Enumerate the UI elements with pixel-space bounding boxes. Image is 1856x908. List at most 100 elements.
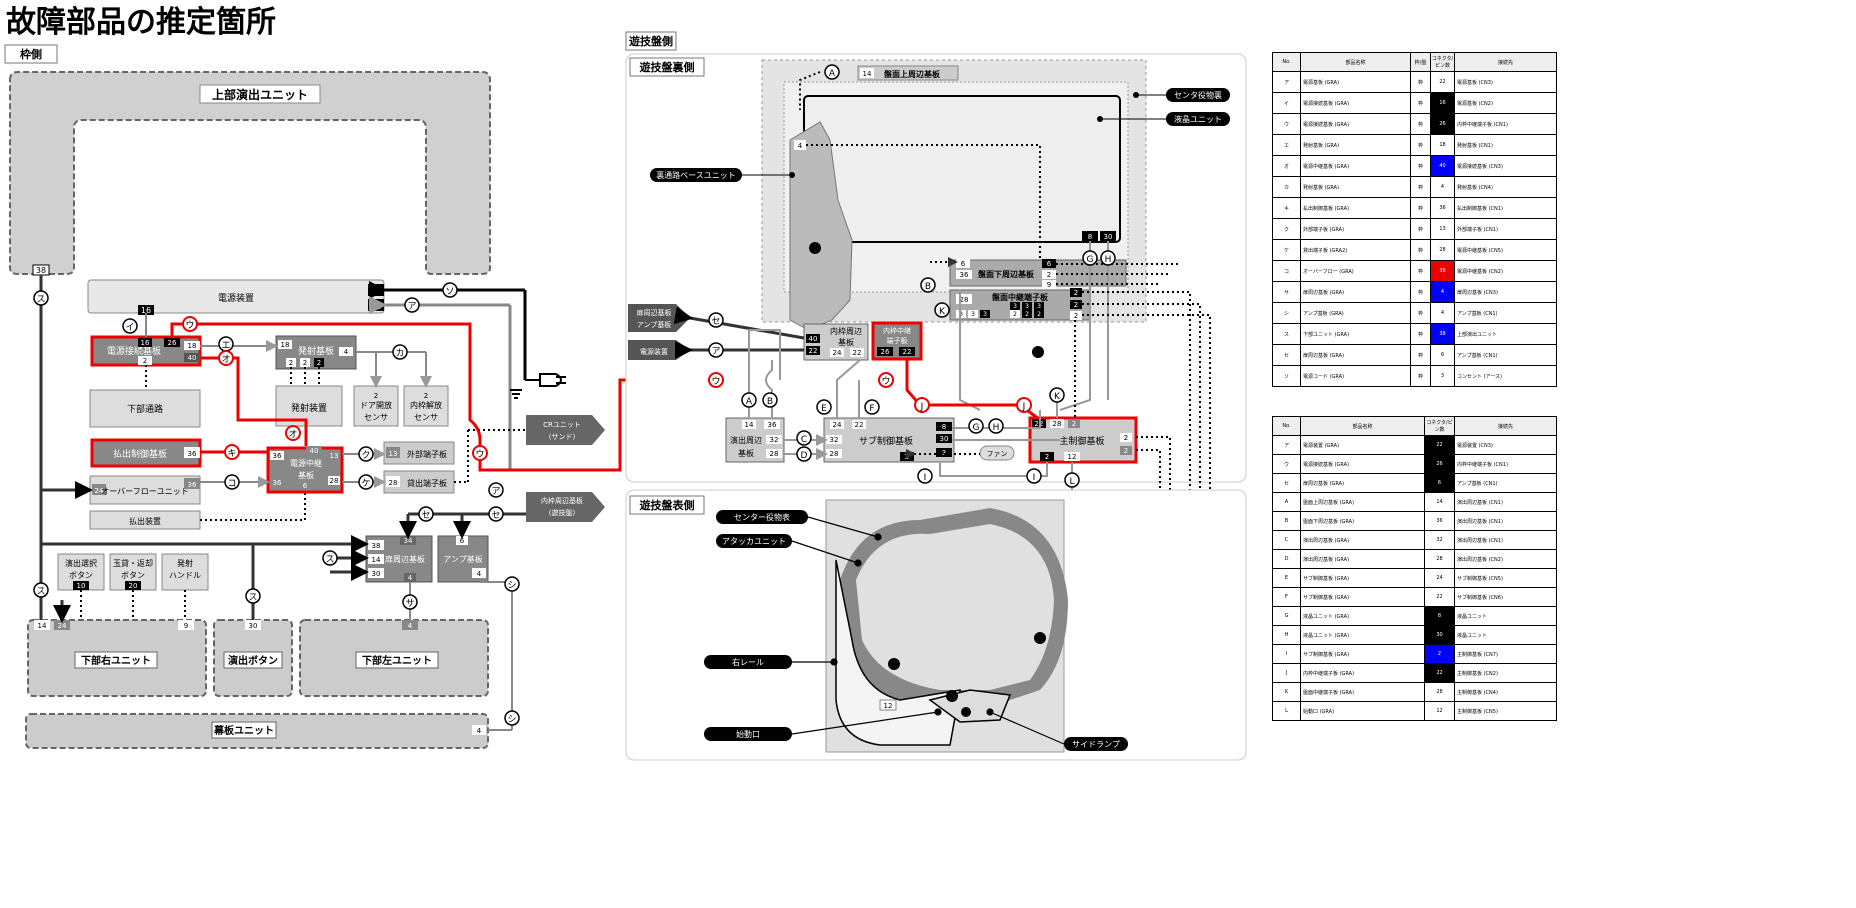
svg-text:セ: セ — [421, 510, 430, 521]
svg-text:30: 30 — [372, 570, 381, 578]
svg-text:ソ: ソ — [445, 287, 454, 297]
svg-text:演出周辺: 演出周辺 — [730, 435, 762, 445]
svg-text:2: 2 — [303, 359, 307, 367]
svg-text:4: 4 — [798, 142, 803, 150]
svg-text:基板: 基板 — [738, 448, 754, 458]
table-cell: 16 — [1430, 92, 1455, 114]
svg-text:6: 6 — [460, 537, 465, 545]
table-cell: 上部演出ユニット — [1454, 323, 1557, 345]
table-cell: 貸出端子板 (GRA2) — [1300, 239, 1411, 261]
table-cell: コンセント (アース) — [1454, 365, 1557, 387]
table-cell: 下部ユニット (GRA) — [1300, 323, 1411, 345]
table-cell: セ — [1272, 344, 1301, 366]
table-cell: 40 — [1430, 155, 1455, 177]
svg-text:24: 24 — [95, 487, 104, 495]
svg-text:9: 9 — [1047, 281, 1051, 289]
table-cell: 払出制御基板 (GRA) — [1300, 197, 1411, 219]
svg-text:D: D — [801, 451, 808, 461]
svg-text:36: 36 — [273, 479, 282, 487]
payout-control-board — [90, 438, 202, 468]
svg-text:F: F — [869, 404, 874, 414]
table-cell: 電源接続基板 (GRA) — [1300, 92, 1411, 114]
svg-text:外部端子板: 外部端子板 — [407, 449, 447, 459]
table-cell: 枠 — [1410, 92, 1431, 114]
table-cell: 36 — [1430, 197, 1455, 219]
table-cell: 内枠中継端子板 (CN1) — [1454, 113, 1557, 135]
svg-text:26: 26 — [168, 339, 177, 347]
table-cell: 電源中継基板 (CN5) — [1454, 239, 1557, 261]
table-header-cell: 枠/盤 — [1410, 52, 1431, 72]
top-effect-unit — [9, 71, 491, 275]
table-cell: 外部端子板 (CN1) — [1454, 218, 1557, 240]
svg-text:発射基板: 発射基板 — [298, 345, 334, 357]
svg-text:38: 38 — [372, 542, 381, 550]
table-cell: 内枠中継端子板 (CN1) — [1454, 454, 1557, 474]
svg-text:盤面中継端子板: 盤面中継端子板 — [991, 292, 1049, 302]
svg-text:24: 24 — [58, 622, 67, 630]
table-cell: コ — [1272, 260, 1301, 282]
lcd-unit-label: 液晶ユニット — [1174, 114, 1222, 124]
svg-text:13: 13 — [389, 450, 398, 458]
table-cell: I — [1272, 644, 1301, 664]
svg-text:ア: ア — [407, 302, 416, 312]
table-cell: 6 — [1430, 344, 1455, 366]
table-cell: 盤面中継端子板 (GRA) — [1300, 682, 1425, 702]
svg-text:2: 2 — [1072, 420, 1076, 428]
table-cell: 枠 — [1410, 218, 1431, 240]
table-cell: H — [1272, 625, 1301, 645]
svg-text:28: 28 — [960, 296, 969, 304]
svg-text:内枠中継: 内枠中継 — [883, 326, 911, 335]
inner-frame-peripheral — [526, 492, 605, 522]
table-cell: ア — [1272, 71, 1301, 93]
svg-text:カ: カ — [395, 348, 404, 359]
svg-text:28: 28 — [389, 479, 398, 487]
svg-text:28: 28 — [1053, 420, 1062, 428]
svg-text:20: 20 — [129, 582, 138, 590]
svg-text:22: 22 — [371, 302, 381, 311]
lcd-unit — [803, 95, 1121, 243]
table-cell: イ — [1272, 92, 1301, 114]
attacker-label: アタッカユニット — [722, 537, 786, 546]
table-cell: 32 — [1424, 530, 1455, 550]
svg-text:シ: シ — [507, 715, 516, 725]
svg-text:3: 3 — [1037, 303, 1041, 310]
table-cell: 払出制御基板 (CN1) — [1454, 197, 1557, 219]
table-cell: ク — [1272, 218, 1301, 240]
table-cell: 枠 — [1410, 365, 1431, 387]
table-cell: エ — [1272, 134, 1301, 156]
svg-text:ス: ス — [36, 587, 45, 597]
svg-text:基板: 基板 — [298, 470, 314, 480]
svg-text:アンプ基板: アンプ基板 — [637, 320, 672, 329]
table-cell: サ — [1272, 281, 1301, 303]
table-cell: 26 — [1430, 113, 1455, 135]
svg-text:B: B — [767, 397, 773, 407]
fan: ファン — [987, 450, 1008, 458]
svg-text:(遊技盤): (遊技盤) — [549, 508, 576, 517]
svg-text:扉周辺基板: 扉周辺基板 — [637, 308, 672, 317]
svg-text:K: K — [939, 307, 946, 317]
table-cell: 14 — [1424, 492, 1455, 512]
table-cell: L — [1272, 701, 1301, 721]
svg-text:発射装置: 発射装置 — [291, 402, 327, 414]
svg-text:2: 2 — [1074, 289, 1078, 297]
svg-text:扉周辺基板: 扉周辺基板 — [385, 554, 425, 564]
table-cell: 28 — [1430, 239, 1455, 261]
svg-text:C: C — [801, 435, 807, 445]
svg-text:演出ボタン: 演出ボタン — [228, 654, 278, 667]
svg-text:2: 2 — [1045, 453, 1049, 461]
svg-text:K: K — [1054, 392, 1061, 402]
svg-text:22: 22 — [809, 347, 818, 355]
side-lamp-label: サイドランプ — [1072, 740, 1120, 749]
svg-text:2: 2 — [1025, 311, 1029, 318]
table-cell: 電源基板 (GRA) — [1300, 71, 1411, 93]
svg-text:センサ: センサ — [414, 413, 438, 422]
